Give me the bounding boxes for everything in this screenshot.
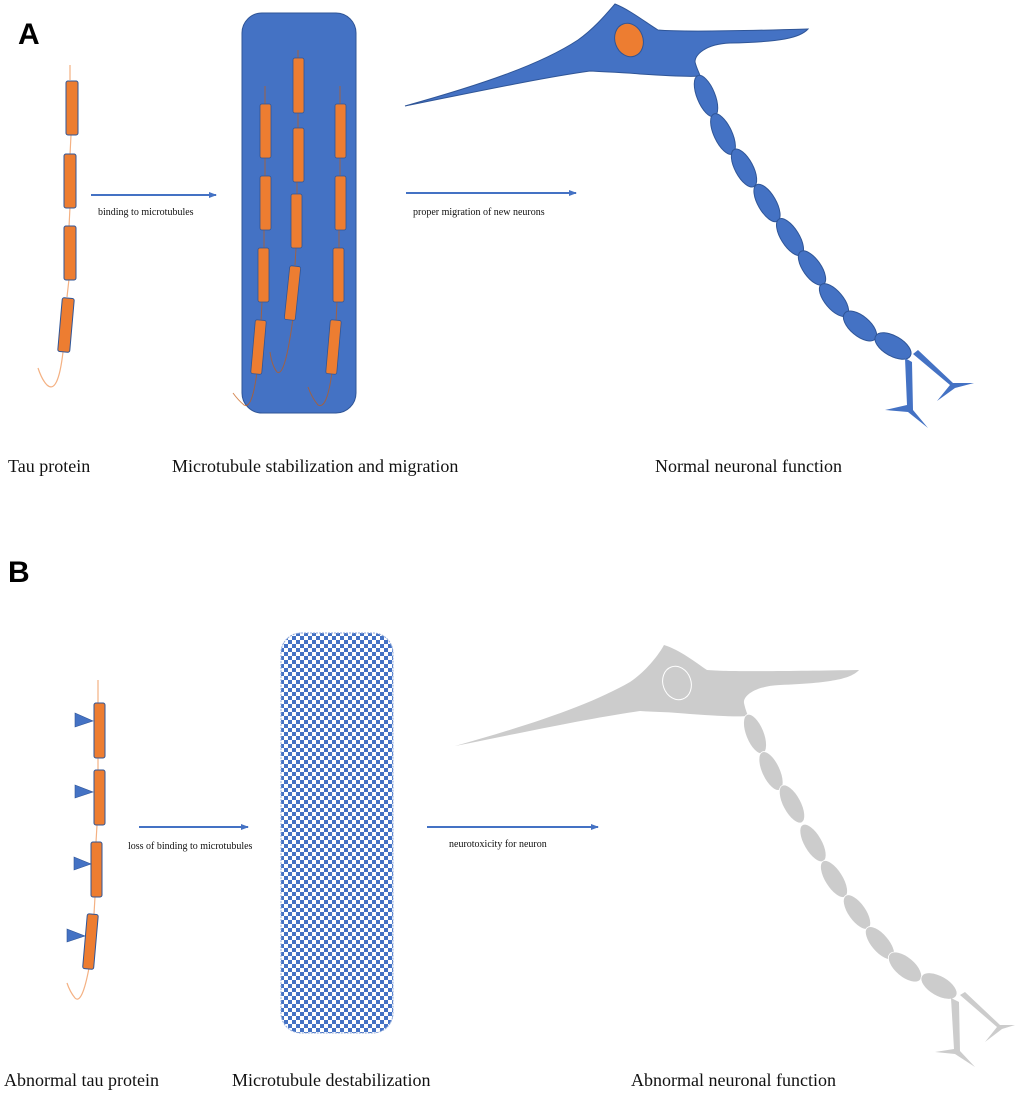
tau-domain	[90, 841, 103, 898]
tau-domain	[259, 175, 272, 231]
tau-domain	[292, 57, 305, 114]
caption-abnormal-tau-protein: Abnormal tau protein	[4, 1070, 159, 1090]
axon-segment	[920, 972, 958, 1000]
phosphorylation-marker-icon	[73, 856, 92, 871]
tau-domain	[334, 103, 347, 159]
caption-abnormal-neuronal-function: Abnormal neuronal function	[631, 1070, 836, 1090]
tau-domain	[65, 80, 79, 136]
tau-strand	[37, 65, 72, 388]
tau-protein	[37, 65, 79, 388]
axon-segment	[693, 74, 719, 118]
caption-tau-protein: Tau protein	[8, 456, 90, 476]
tau-domain	[82, 913, 99, 970]
neuron-nucleus	[614, 22, 644, 58]
tau-strand	[269, 50, 299, 374]
phosphorylation-marker-icon	[74, 712, 94, 728]
axon-segment	[799, 823, 827, 863]
axon-terminal	[885, 358, 928, 428]
tau-domain	[93, 702, 106, 759]
axon-terminal	[960, 992, 1015, 1042]
axon-segment	[730, 148, 758, 188]
axon-segment	[778, 784, 806, 824]
panel-a: A binding to microtubules	[8, 3, 974, 476]
tau-domain	[93, 769, 106, 826]
caption-normal-neuronal-function: Normal neuronal function	[655, 456, 842, 476]
microtubule-destabilized-block	[280, 632, 394, 1034]
abnormal-tau-protein	[66, 680, 106, 1000]
axon-segment	[887, 951, 923, 983]
panel-letter-a: A	[18, 18, 40, 51]
panel-b: B loss of binding to microtubules neurot…	[4, 556, 1015, 1090]
tau-domain	[292, 127, 305, 183]
tau-domain	[325, 319, 342, 375]
tau-domain	[57, 297, 75, 353]
axon-segment	[797, 250, 827, 286]
tau-strand	[232, 86, 266, 407]
axon-segment	[874, 332, 912, 360]
neuron-soma	[404, 3, 810, 107]
arrow-label-binding: binding to microtubules	[98, 207, 194, 218]
arrow-label-migration: proper migration of new neurons	[413, 207, 545, 218]
axon-terminal	[935, 998, 975, 1067]
tau-domain	[257, 247, 270, 303]
tau-domain	[63, 153, 77, 209]
caption-microtubule-destabilization: Microtubule destabilization	[232, 1070, 430, 1090]
tau-domain	[63, 225, 77, 281]
tau-domain	[290, 193, 303, 249]
tau-strand	[307, 86, 341, 407]
tau-domain	[259, 103, 272, 159]
neuron-soma	[455, 645, 859, 746]
abnormal-neuron	[455, 645, 1015, 1067]
tau-domain	[284, 265, 301, 321]
normal-neuron	[404, 3, 974, 428]
axon-segment	[743, 713, 767, 755]
tau-domain	[250, 319, 267, 375]
tau-strand	[66, 680, 99, 1000]
tau-domain	[332, 247, 345, 303]
axon-terminal	[913, 350, 974, 401]
phosphorylation-marker-icon	[74, 784, 94, 799]
caption-microtubule-stabilization: Microtubule stabilization and migration	[172, 456, 458, 476]
neuron-nucleus-outline	[662, 665, 692, 701]
microtubule-stabilized	[232, 12, 357, 414]
panel-letter-b: B	[8, 556, 30, 589]
arrow-label-neurotoxicity: neurotoxicity for neuron	[449, 839, 547, 850]
phosphorylation-marker-icon	[66, 928, 86, 943]
tau-domain	[334, 175, 347, 231]
arrow-label-loss-of-binding: loss of binding to microtubules	[128, 841, 253, 852]
